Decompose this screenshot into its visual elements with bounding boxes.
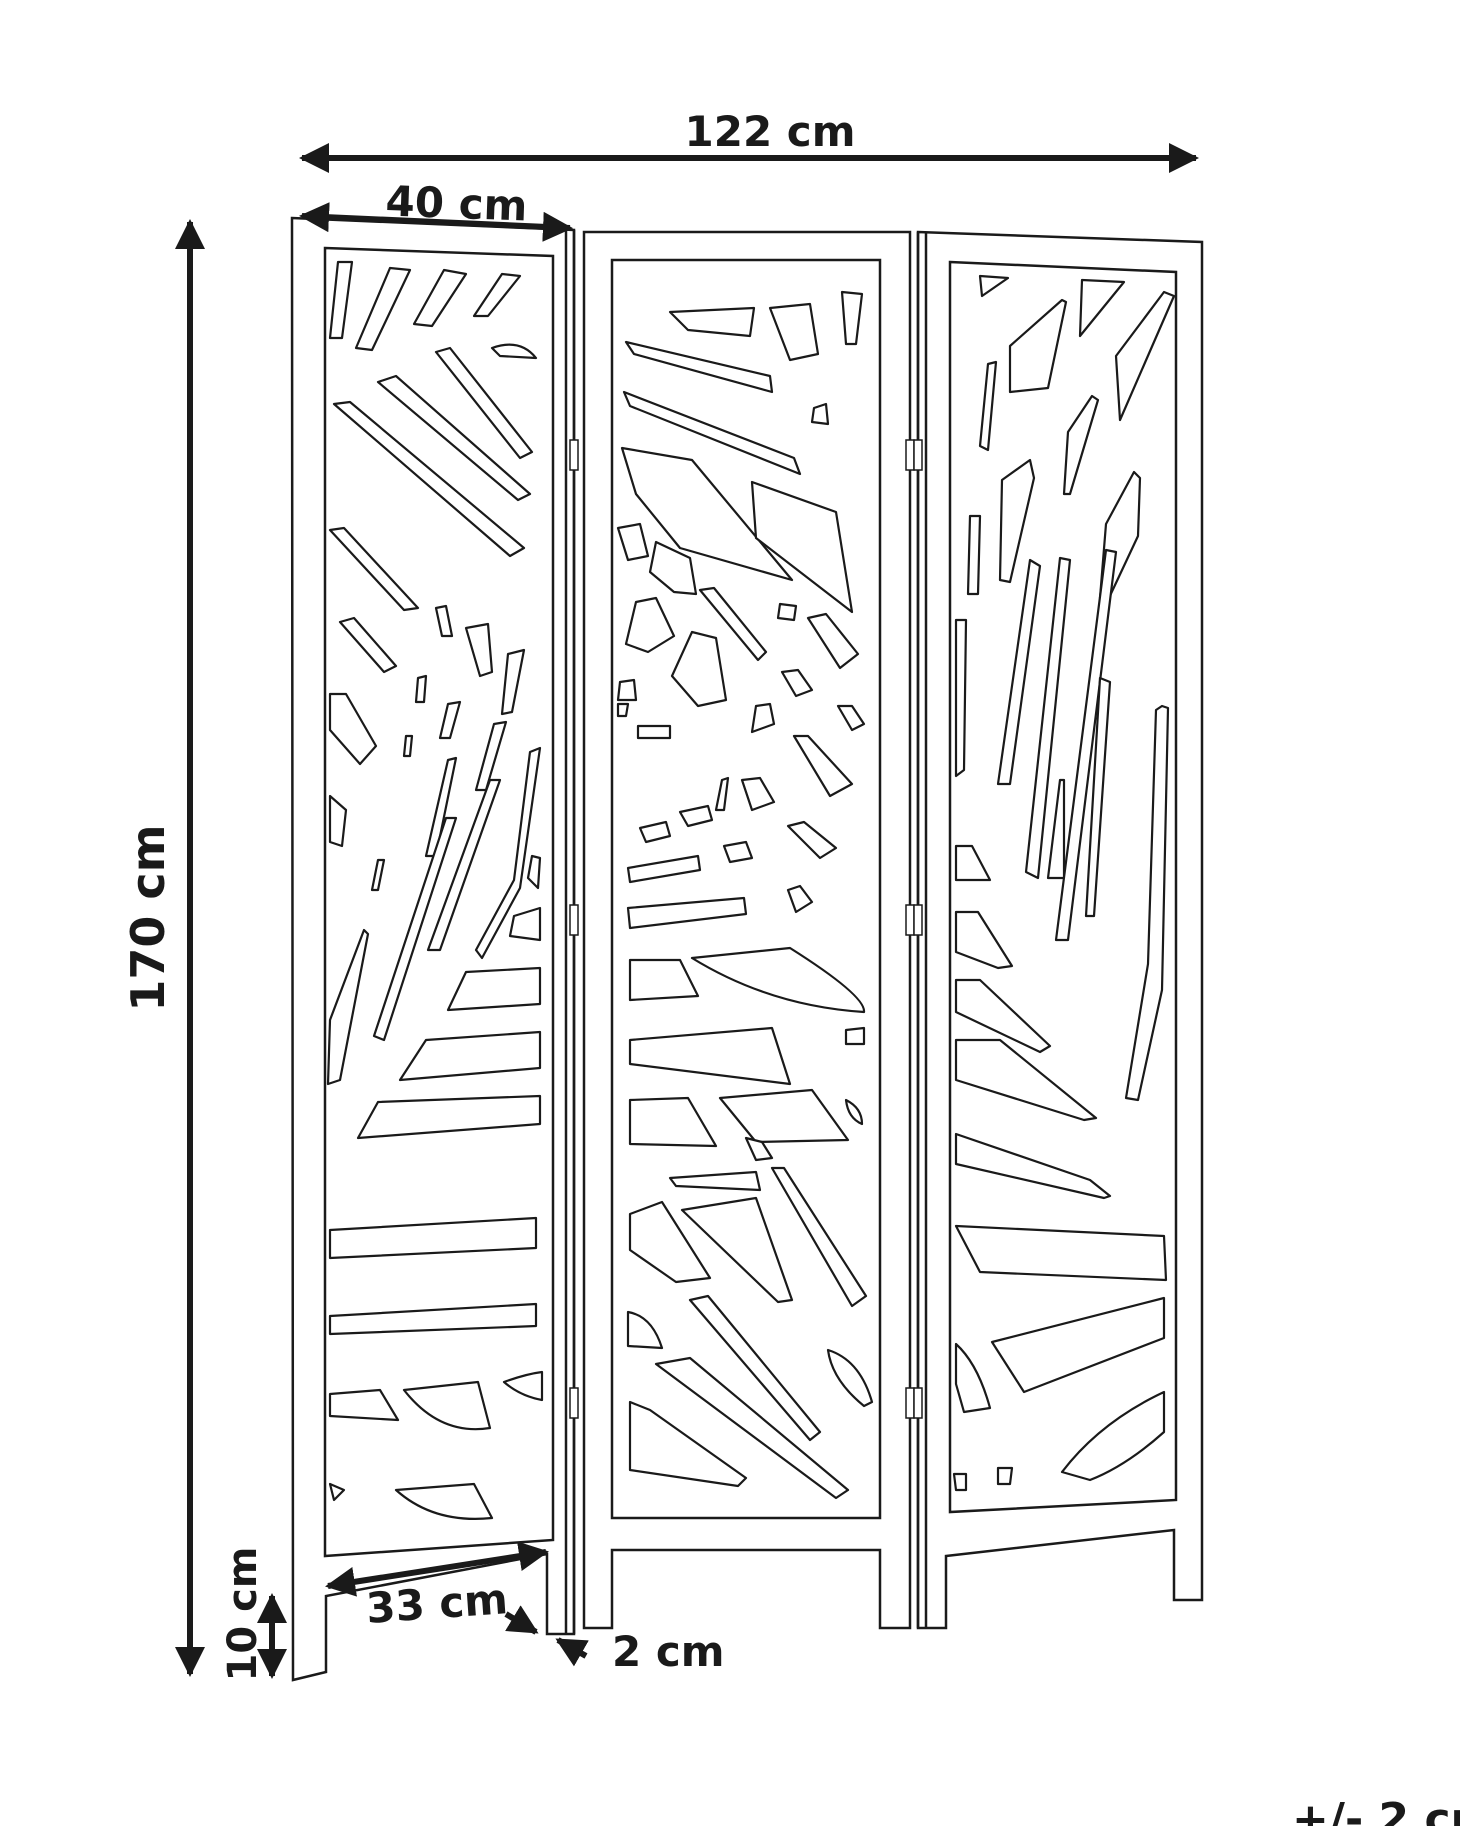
left-panel: [290, 216, 579, 1682]
right-panel: [913, 230, 1204, 1630]
dimension-thickness: 2 cm: [504, 1605, 725, 1676]
leg-height-label: 10 cm: [220, 1547, 266, 1682]
inner-width-label: 33 cm: [365, 1574, 510, 1633]
tolerance-label: +/- 2 cm: [1292, 1794, 1460, 1826]
height-label: 170 cm: [121, 824, 175, 1011]
dimension-height: 170 cm: [121, 219, 205, 1677]
middle-panel: [582, 230, 915, 1630]
left-panel-cutouts: [326, 260, 544, 1520]
right-panel-cutouts: [952, 274, 1176, 1492]
middle-panel-cutouts: [616, 290, 874, 1500]
dimension-total-width: 122 cm: [299, 107, 1199, 173]
dimension-panel-width: 40 cm: [299, 177, 573, 242]
total-width-label: 122 cm: [685, 107, 856, 156]
thickness-label: 2 cm: [612, 1627, 725, 1676]
dimension-inner-width: 33 cm: [325, 1541, 549, 1633]
panel-width-label: 40 cm: [385, 177, 528, 231]
dimension-leg-height: 10 cm: [220, 1547, 287, 1682]
